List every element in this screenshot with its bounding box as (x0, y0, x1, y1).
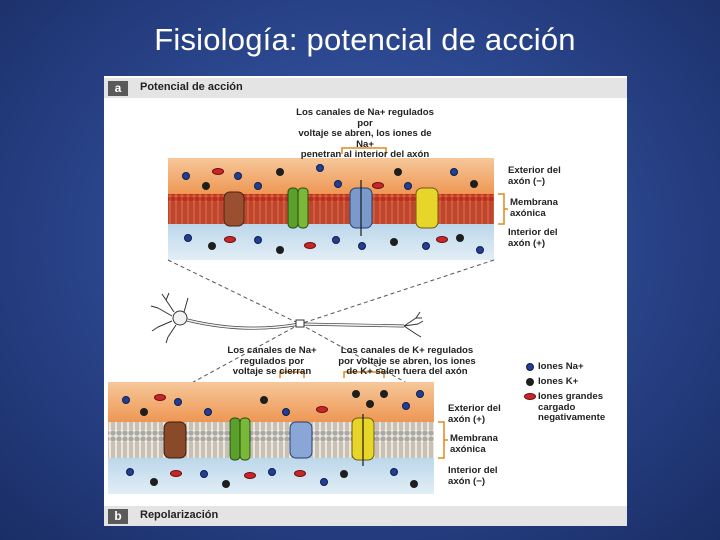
top-na-channel-open (349, 180, 373, 236)
bottom-k-channel-open (351, 414, 375, 466)
bottom-interior-region (108, 458, 434, 494)
bottom-exterior-region (108, 382, 434, 424)
bottom-left-annotation: Los canales de Na+ regulados por voltaje… (227, 345, 317, 377)
top-brown-channel (223, 191, 245, 227)
bottom-right-bracket (343, 371, 385, 378)
top-yellow-channel (415, 187, 439, 229)
bottom-right-annotation: Los canales de K+ regulados por voltaje … (338, 345, 476, 377)
section-b-header: b Repolarización (104, 506, 627, 526)
top-membrane-label: Membrana axónica (510, 197, 558, 219)
neuron-illustration (150, 292, 424, 344)
top-axon-section (168, 147, 508, 260)
bottom-brown-channel (163, 421, 187, 459)
bottom-axon-section (108, 382, 448, 494)
top-annotation-bracket (341, 147, 387, 154)
section-a-title: Potencial de acción (140, 81, 243, 93)
top-green-channel (287, 187, 309, 229)
axon-diagram (108, 147, 508, 494)
bottom-exterior-label: Exterior del axón (+) (448, 403, 501, 425)
section-a-badge: a (108, 81, 128, 96)
top-exterior-region (168, 158, 494, 196)
top-membrane (168, 194, 494, 224)
bottom-membrane-label: Membrana axónica (450, 433, 498, 455)
top-exterior-label: Exterior del axón (−) (508, 165, 561, 187)
bottom-na-channel-closed (289, 421, 313, 459)
section-a-header: a Potencial de acción (104, 78, 627, 98)
negative-ion-icon (524, 393, 536, 400)
section-b-badge: b (108, 509, 128, 524)
top-interior-label: Interior del axón (+) (508, 227, 558, 249)
top-annotation: Los canales de Na+ regulados por voltaje… (296, 107, 434, 160)
na-ion-icon (526, 363, 534, 371)
bottom-green-channel (229, 417, 251, 461)
k-ion-icon (526, 378, 534, 386)
bottom-membrane (108, 422, 434, 458)
bottom-interior-label: Interior del axón (−) (448, 465, 498, 487)
bottom-left-bracket (279, 371, 305, 378)
slide-title: Fisiología: potencial de acción (154, 22, 576, 57)
legend-k-label: Iones K+ (538, 376, 579, 387)
section-b-title: Repolarización (140, 509, 219, 521)
legend-na-label: Iones Na+ (538, 361, 584, 372)
figure-panel: a Potencial de acción b Repolarización (104, 76, 627, 526)
legend-negative-label: Iones grandes cargado negativamente (538, 391, 606, 423)
